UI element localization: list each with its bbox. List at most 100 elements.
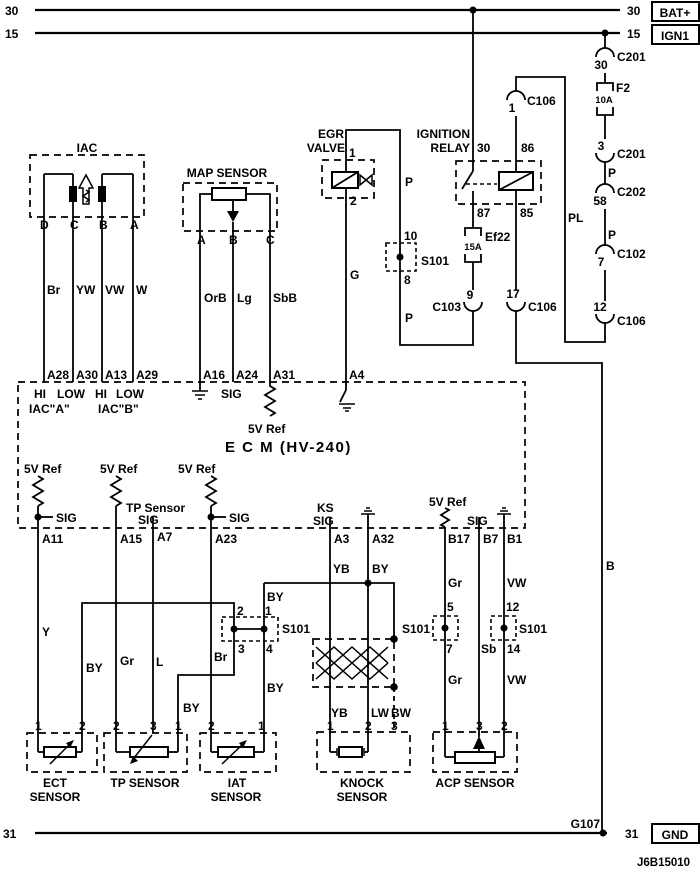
relay-pin-87: 87 (477, 206, 491, 220)
iac-pin-c: C (70, 218, 79, 232)
map-5vref-label: 5V Ref (248, 422, 286, 436)
iat-name-1: IAT (228, 776, 247, 790)
iac-stepper-arrow-icon (77, 173, 95, 205)
connector-c102-7-icon (595, 244, 615, 255)
relay-pin-30: 30 (477, 141, 491, 155)
splice-dot (260, 625, 268, 633)
iat-arrow-icon (221, 743, 244, 765)
acp-name: ACP SENSOR (435, 776, 514, 790)
knock-piezo-icon (315, 661, 389, 681)
acp-5vref-label: 5V Ref (429, 495, 467, 509)
c202-58-name: C202 (617, 185, 646, 199)
wire-by-iat-label: BY (267, 681, 284, 695)
splice-dot (500, 624, 508, 632)
c102-7-name: C102 (617, 247, 646, 261)
s101-gnd-pin-4: 4 (266, 642, 273, 656)
c106-17-name: C106 (528, 300, 557, 314)
tp-sig-label: SIG (138, 513, 159, 527)
relay-title-1: IGNITION (417, 127, 470, 141)
acp-sig-label: SIG (467, 514, 488, 528)
egr-pin-1: 1 (349, 146, 356, 160)
relay-pin-85: 85 (520, 206, 534, 220)
tp-wiper-arrowhead-icon (130, 756, 138, 764)
wire-p1-label: P (608, 166, 616, 180)
s101-acp-gnd-bottom: 14 (507, 642, 521, 656)
ecm-pin-b7: B7 (483, 532, 499, 546)
tp-pin-1: 1 (175, 719, 182, 733)
knock-piezo-icon (315, 645, 389, 665)
iat-sensor: 2 1 IAT SENSOR (199, 719, 277, 804)
tp-box (103, 732, 188, 773)
iat-box (199, 732, 277, 773)
ecm-title: E C M (HV-240) (225, 439, 352, 456)
ground-icon (361, 507, 375, 515)
splice-box (490, 615, 517, 641)
ecm-pin-a7: A7 (157, 530, 173, 544)
relay-coil-ground-branch: 17 C106 B (506, 190, 615, 833)
ign1-label: IGN1 (661, 29, 689, 43)
ect-pin-1: 1 (35, 719, 42, 733)
map-sensor: MAP SENSOR A B C OrB Lg SbB (182, 166, 297, 382)
iac-coil-b-icon (98, 186, 106, 202)
iac-valve: IAC D C B A Br YW VW W (29, 141, 148, 382)
acp-pin-2: 2 (501, 719, 508, 733)
iat-thermistor-icon (217, 746, 255, 758)
iat-arrowhead-icon (239, 740, 247, 748)
s101-egr-name: S101 (421, 254, 449, 268)
ecm-pin-a15: A15 (120, 532, 142, 546)
ecm-pin-a24: A24 (236, 368, 258, 382)
wire-pl (515, 76, 606, 343)
s101-acp-gnd-top: 12 (506, 600, 520, 614)
iac-hi-2: HI (95, 387, 107, 401)
knock-name-1: KNOCK (340, 776, 384, 790)
ecm-pin-a4: A4 (349, 368, 365, 382)
iac-coil-a-icon (69, 186, 77, 202)
ks-sig-label: SIG (313, 514, 334, 528)
egr-valve-icon (359, 173, 373, 187)
c106-1-pin: 1 (509, 101, 516, 115)
wire-p2-label: P (608, 228, 616, 242)
ignition-feed-chain: 30 C201 F2 10A 3 C201 P 58 C202 P 7 C102… (506, 33, 646, 343)
knock-pin-1: 1 (327, 719, 334, 733)
map-resistor-icon (211, 187, 247, 201)
wire-p-top-label: P (405, 175, 413, 189)
ect-name-1: ECT (43, 776, 68, 790)
knock-sensor: 1 2 3 KNOCK SENSOR (316, 719, 411, 804)
iac-pin-d: D (40, 218, 49, 232)
wire-y-label: Y (42, 625, 50, 639)
acp-wiper-arrow-icon (473, 736, 485, 749)
c201-30-name: C201 (617, 50, 646, 64)
egr-title-2: VALVE (307, 141, 345, 155)
s101-gnd-pin-2: 2 (237, 604, 244, 618)
wire-pl-label: PL (568, 211, 583, 225)
wire-br-iat-label: Br (214, 650, 228, 664)
wire-by-tp-label: BY (183, 701, 200, 715)
relay-coil-diag (498, 171, 534, 191)
ecm-pin-a11: A11 (42, 532, 64, 546)
splice-box (432, 615, 459, 641)
c201-3-name: C201 (617, 147, 646, 161)
relay-box (455, 160, 542, 205)
wire-p-egr (345, 129, 474, 346)
wire-orb-label: OrB (204, 291, 227, 305)
splice-s101-egr-box (385, 242, 417, 272)
wire-b (515, 311, 603, 833)
wire-by-a32-label: BY (372, 562, 389, 576)
iac-title: IAC (77, 141, 98, 155)
splice-s101-acp-gnd: 12 14 S101 (490, 600, 547, 656)
wire-vw-label: VW (105, 283, 125, 297)
wire-gr-down-label: Gr (448, 673, 462, 687)
c106-12-name: C106 (617, 314, 646, 328)
acp-box (432, 731, 518, 773)
rail-31-right-label: 31 (625, 827, 639, 841)
iac-stepper-spring-icon (81, 189, 91, 203)
wire-by-ect-label: BY (86, 661, 103, 675)
c103-9-pin: 9 (467, 288, 474, 302)
acp-potentiometer-icon (454, 751, 496, 764)
s101-egr-pin-top: 10 (404, 229, 418, 243)
junction-dot (364, 579, 372, 587)
wire-gr-label: Gr (120, 654, 134, 668)
batplus-box (651, 1, 700, 22)
ecm-pin-a32: A32 (372, 532, 394, 546)
fuse-f2-icon (596, 107, 614, 116)
